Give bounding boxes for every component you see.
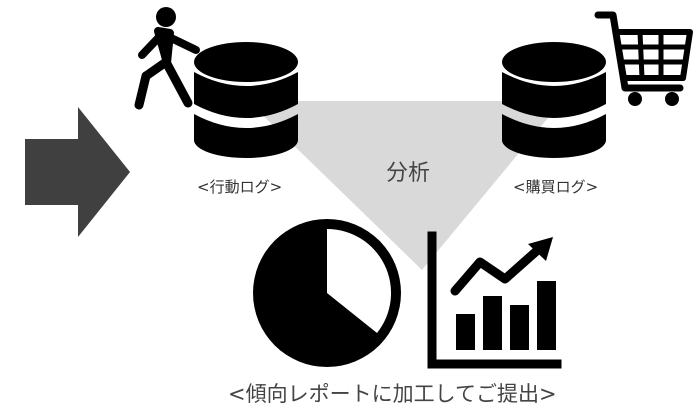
analysis-triangle: [248, 101, 562, 270]
walking-person-icon: [134, 7, 200, 110]
report-caption: <傾向レポートに加工してご提出>: [228, 382, 557, 406]
database-icon-right: [502, 42, 606, 158]
database-icon-left: [194, 42, 298, 158]
pie-chart-icon: [253, 219, 401, 367]
shopping-cart-icon: [594, 11, 693, 106]
purchase-log-label: <購買ログ>: [513, 178, 599, 196]
growth-chart-icon: [427, 231, 562, 369]
behavior-log-label: <行動ログ>: [197, 178, 283, 196]
analysis-label: 分析: [386, 161, 431, 186]
right-arrow-icon: [25, 107, 130, 237]
